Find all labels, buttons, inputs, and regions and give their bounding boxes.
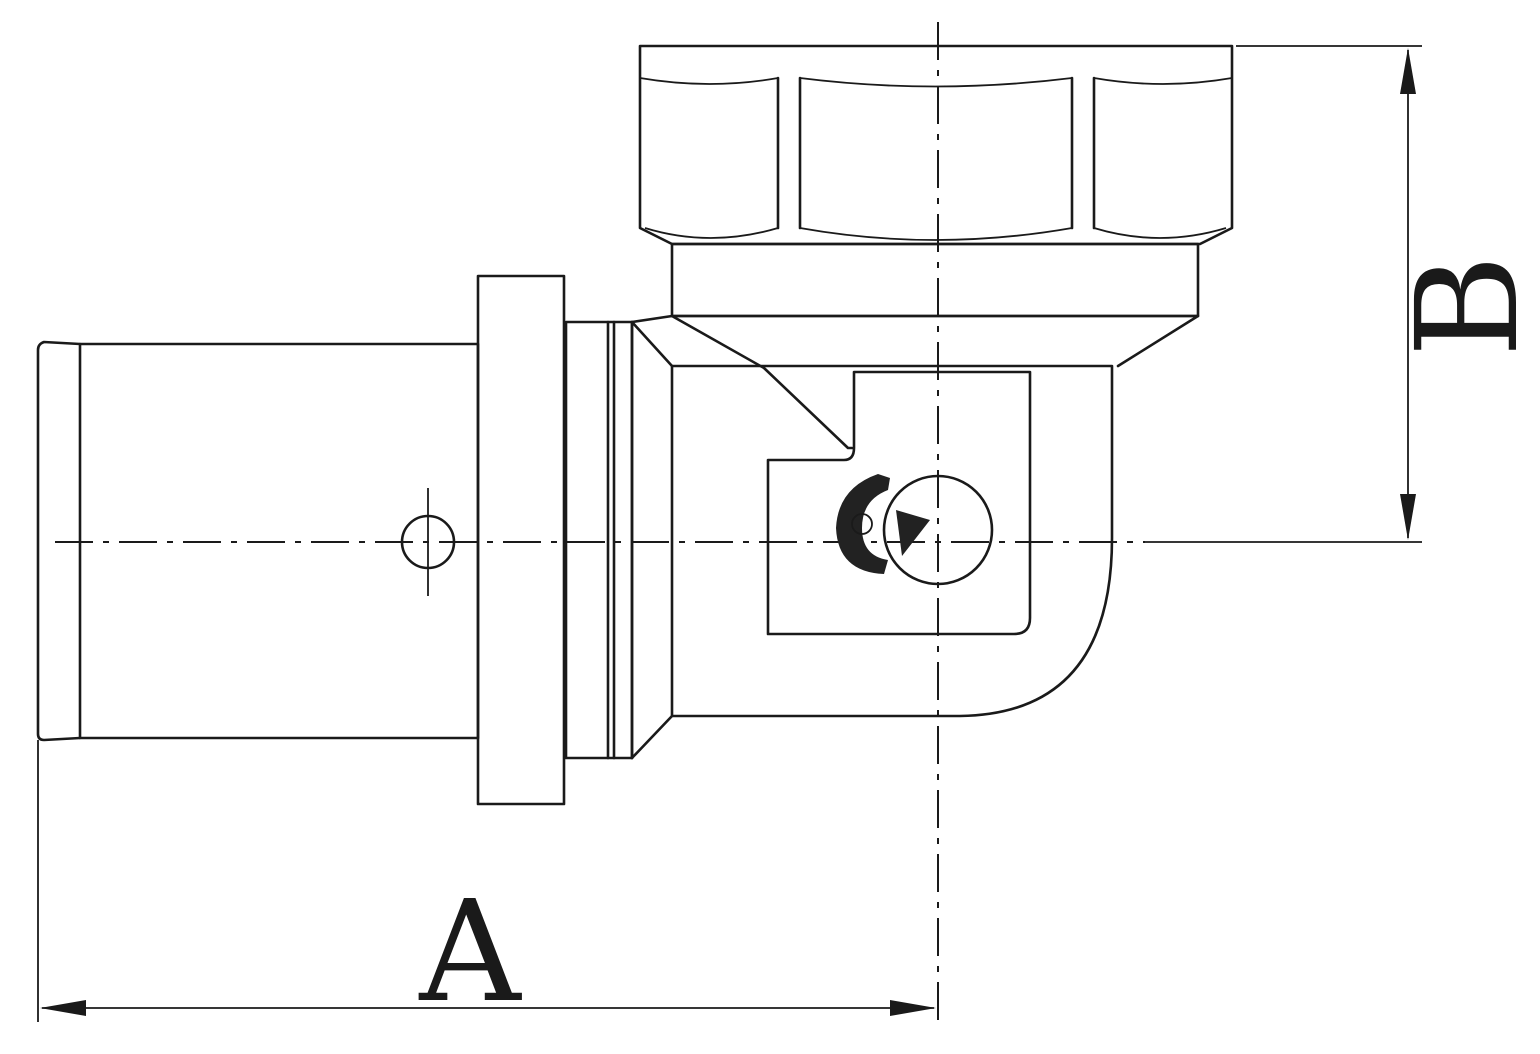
body-left-chamfer-bottom <box>630 714 674 760</box>
hex-nut-top-arcs <box>639 77 1233 88</box>
pipe-tube-end-cap <box>36 340 82 742</box>
hex-nut <box>638 44 1234 246</box>
pipe-tube <box>36 340 480 742</box>
dimension-a-label: A <box>418 871 522 1034</box>
logo-mark-wedge <box>896 510 930 556</box>
dimension-a-right-arrow <box>890 1000 936 1016</box>
logo-mark-shape <box>836 474 890 574</box>
body-center-circle <box>882 474 994 586</box>
hex-nut-bottom-arcs <box>644 227 1227 241</box>
center-lines <box>55 22 1145 1022</box>
dimension-b-bottom-arrow <box>1400 494 1416 540</box>
body-left-chamfer-top <box>630 320 674 368</box>
dimension-b-top-arrow <box>1400 48 1416 94</box>
pipe-tube-body <box>78 342 480 740</box>
dimension-a-left-arrow <box>40 1000 86 1016</box>
elbow-body <box>564 314 1114 760</box>
logo-mark-inner-circle <box>851 513 873 535</box>
socket-chamfer-diagonal <box>630 314 854 450</box>
circle-crosshair-icon <box>400 488 456 596</box>
elbow-outer-contour <box>670 364 1114 718</box>
nut-neck <box>670 242 1200 368</box>
pipe-flange <box>476 274 566 806</box>
dimension-b-label: B <box>1387 255 1540 358</box>
socket-collar <box>564 320 634 760</box>
nut-neck-body <box>670 242 1200 318</box>
dimension-a: A <box>37 740 936 1034</box>
neck-to-body-taper <box>670 314 1200 368</box>
label-plate <box>766 370 1032 636</box>
dimension-b: B <box>1145 45 1540 543</box>
logo-mark <box>836 474 930 574</box>
hex-nut-body <box>638 44 1234 246</box>
